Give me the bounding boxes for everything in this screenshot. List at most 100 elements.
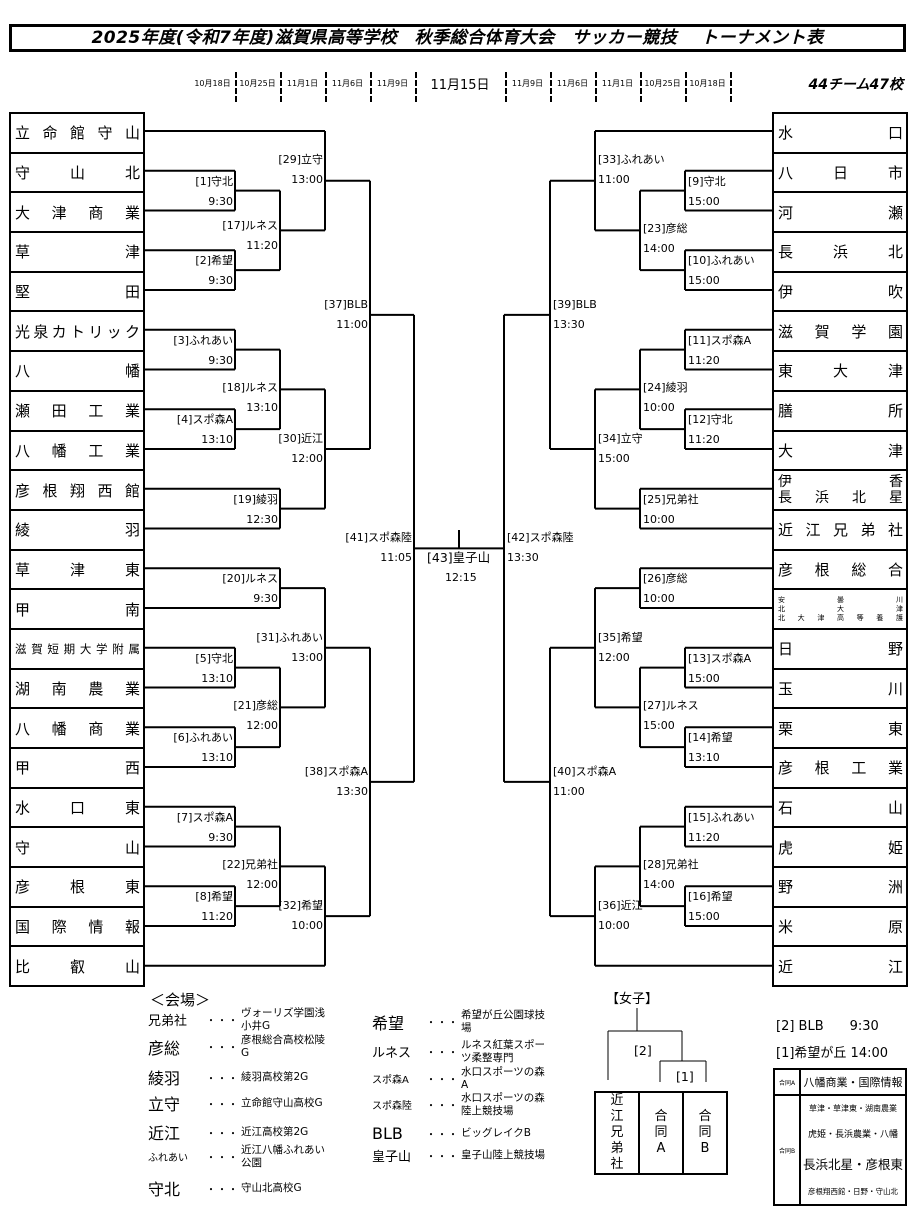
match-21-time: 12:00 [246,719,278,733]
girls-title: 【女子】 [606,992,659,1007]
venue-value: 彦根総合高校松陵G [241,1034,325,1059]
date-left-2: 11月1日 [286,79,319,88]
match-1-time: 9:30 [208,194,233,208]
match-4-time: 13:10 [201,433,233,447]
right-team-14: 玉川 [772,669,908,710]
match-15-time: 11:20 [688,830,720,844]
match-3-label: [3]ふれあい [173,333,233,347]
venue-item: 兄弟社・・・ヴォーリズ学園浅小井G [148,1007,331,1032]
venue-dots: ・・・ [426,1075,459,1086]
venue-item: スポ森A・・・水口スポーツの森A [372,1066,545,1091]
venue-key: 立守 [148,1095,181,1114]
date-left-3: 11月6日 [331,79,364,88]
match-34-time: 15:00 [598,452,630,465]
match-16-label: [16]希望 [688,890,733,904]
venue-item: ルネス・・・ルネス紅葉スポーツ柔整専門 [372,1039,545,1064]
match-43-time: 12:15 [445,571,477,585]
venue-key: 彦総 [148,1038,181,1058]
match-40-label: [40]スポ森A [553,764,617,778]
left-team-13: 滋賀短期大学附属 [9,629,145,670]
venue-value: 希望が丘公園球技場 [461,1009,545,1034]
match-11-label: [11]スポ森A [688,333,752,347]
right-team-6: 東大津 [772,352,908,392]
date-right-0: 11月9日 [511,79,544,88]
match-27-time: 15:00 [643,719,675,733]
venue-dots: ・・・ [206,1099,239,1111]
match-38-time: 13:30 [336,784,368,798]
match-31-time: 13:00 [291,650,323,664]
match-39-label: [39]BLB [553,297,597,311]
match-33-label: [33]ふれあい [598,153,665,166]
match-12-time: 11:20 [688,433,720,447]
venue-dots: ・・・ [426,1101,459,1112]
date-divider [685,72,687,102]
match-30-time: 12:00 [291,452,323,465]
page-title: 2025年度(令和7年度)滋賀県高等学校 秋季総合体育大会 サッカー競技 トーナ… [91,28,824,48]
left-team-11: 草津東 [9,550,145,591]
venue-value: 守山北高校G [241,1181,302,1194]
match-29-time: 13:00 [291,173,323,186]
right-team-18: 虎姫 [772,828,908,869]
left-team-19: 彦根東 [9,868,145,908]
match-13-label: [13]スポ森A [688,651,752,665]
match-18-label: [18]ルネス [222,381,278,395]
venue-item: 彦総・・・彦根総合高校松陵G [148,1034,331,1059]
right-team-list: 水口八日市河瀬長浜北伊吹滋賀学園東大津膳所大津伊香長浜北星近江兄弟社彦根総合安曇… [772,112,908,988]
match-10-time: 15:00 [688,274,720,288]
left-team-20: 国際情報 [9,907,145,948]
match-35-label: [35]希望 [598,630,643,644]
match-3-time: 9:30 [208,353,233,367]
venue-item: 皇子山・・・皇子山陸上競技場 [372,1146,545,1165]
right-team-20: 米原 [772,907,908,948]
venue-item: スポ森陸・・・水口スポーツの森陸上競技場 [372,1092,545,1117]
left-team-9: 彦根翔西館 [9,471,145,511]
venue-item: 近江・・・近江高校第2G [148,1120,331,1144]
right-team-3: 長浜北 [772,233,908,273]
venue-dots: ・・・ [206,1184,239,1196]
venue-item: BLB・・・ビッグレイクB [372,1124,545,1143]
venue-dots: ・・・ [206,1153,239,1164]
left-team-7: 瀬田工業 [9,391,145,432]
venue-value: 水口スポーツの森陸上競技場 [461,1092,545,1117]
left-team-8: 八幡工業 [9,431,145,472]
date-left-1: 10月25日 [239,79,276,88]
right-team-8: 大津 [772,431,908,472]
venue-key: 綾羽 [148,1069,181,1088]
venue-dots: ・・・ [206,1128,239,1140]
match-8-time: 11:20 [201,910,233,924]
left-team-14: 湖南農業 [9,669,145,710]
match-18-time: 13:10 [246,401,278,415]
match-25-label: [25]兄弟社 [643,492,699,506]
right-team-0: 水口 [772,112,908,154]
right-team-7: 膳所 [772,391,908,432]
date-final: 11月15日 [430,78,490,93]
venue-dots: ・・・ [426,1018,459,1029]
date-right-3: 10月25日 [644,79,681,88]
left-team-6: 八幡 [9,352,145,392]
match-19-time: 12:30 [246,512,278,526]
left-team-16: 甲西 [9,749,145,789]
match-9-time: 15:00 [688,194,720,208]
match-1-label: [1]守北 [195,174,233,188]
venue-item: ふれあい・・・近江八幡ふれあい公園 [148,1144,331,1169]
venue-title: ＜会場＞ [150,991,211,1009]
venue-key: 希望 [372,1013,405,1033]
venue-value: 立命館守山高校G [241,1096,323,1109]
girls-match-2: [2] [634,1043,652,1058]
right-team-4: 伊吹 [772,272,908,313]
match-26-time: 10:00 [643,592,675,606]
venue-item: 綾羽・・・綾羽高校第2G [148,1065,331,1089]
match-13-time: 15:00 [688,671,720,685]
date-divider [730,72,732,102]
date-divider [505,72,507,102]
match-34-label: [34]立守 [598,432,643,445]
venue-key: 皇子山 [372,1150,412,1165]
match-7-time: 9:30 [208,830,233,844]
match-14-label: [14]希望 [688,731,733,745]
match-8-label: [8]希望 [195,890,233,904]
match-5-time: 13:10 [201,671,233,685]
match-24-label: [24]綾羽 [643,381,688,395]
venue-key: BLB [372,1124,403,1143]
